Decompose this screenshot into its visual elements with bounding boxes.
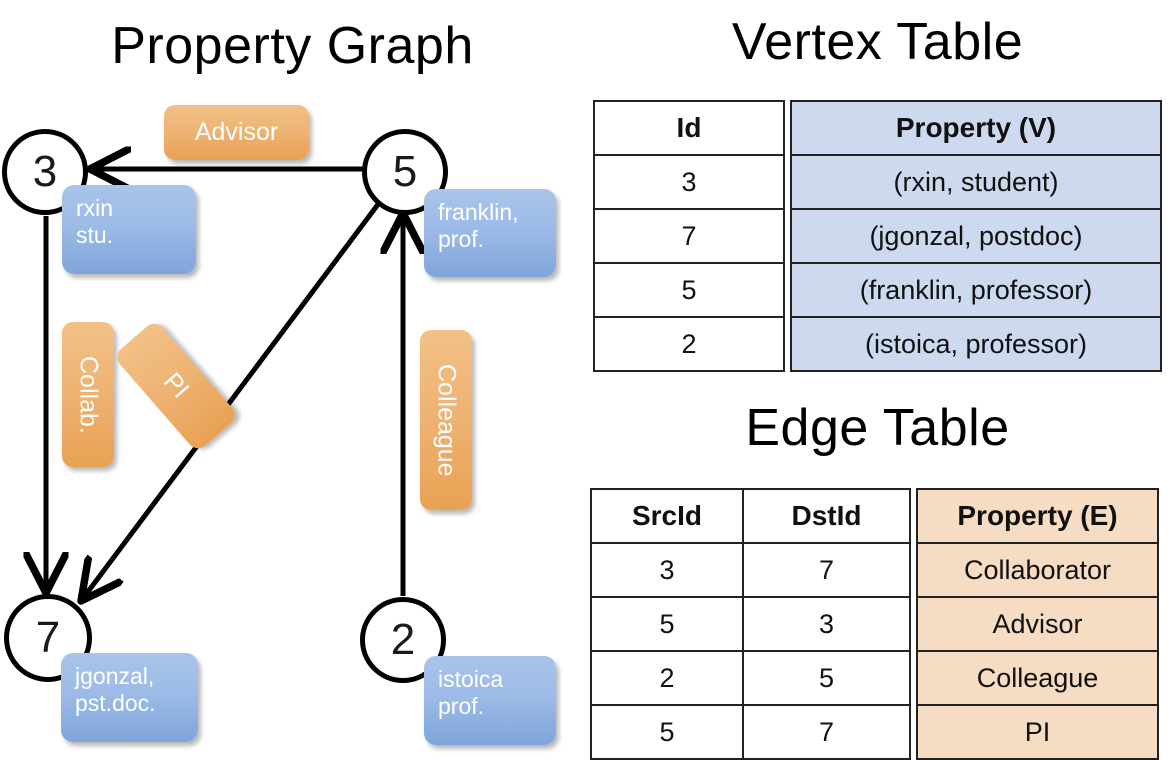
vertex-property-rxin-line2: stu. bbox=[76, 222, 114, 248]
vertex-property-box-franklin: franklin, prof. bbox=[424, 189, 556, 277]
vertex-property-box-jgonzal: jgonzal, pst.doc. bbox=[61, 653, 198, 742]
vertex-property-rxin-line1: rxin bbox=[76, 195, 114, 221]
graph-node-2[interactable]: 2 bbox=[360, 597, 446, 683]
vertex-row-3-property: (istoica, professor) bbox=[790, 316, 1162, 372]
edge-row-3-dst: 7 bbox=[742, 704, 911, 760]
table-row[interactable]: 3 7 Collaborator bbox=[590, 542, 1159, 598]
page-title-property-graph: Property Graph bbox=[111, 17, 474, 75]
edge-table-header-row: SrcId DstId Property (E) bbox=[590, 488, 1159, 544]
vertex-property-jgonzal-line1: jgonzal, bbox=[75, 663, 155, 689]
vertex-property-jgonzal-line2: pst.doc. bbox=[75, 690, 156, 716]
edge-row-1-dst: 3 bbox=[742, 596, 911, 652]
vertex-row-2-property: (franklin, professor) bbox=[790, 262, 1162, 318]
vertex-row-2-id: 5 bbox=[593, 262, 785, 318]
edge-table-header-dstid: DstId bbox=[742, 488, 911, 544]
table-row[interactable]: 7 (jgonzal, postdoc) bbox=[593, 208, 1162, 264]
property-graph-diagram: 3 5 7 2 rxin stu. franklin, prof. jgonza… bbox=[0, 0, 585, 760]
graph-node-7-label: 7 bbox=[35, 613, 61, 662]
vertex-property-istoica-line1: istoica bbox=[438, 666, 504, 692]
table-row[interactable]: 2 5 Colleague bbox=[590, 650, 1159, 706]
graph-edges-svg bbox=[0, 0, 585, 760]
edge-row-0-property: Collaborator bbox=[916, 542, 1159, 598]
page-title-edge-table: Edge Table bbox=[745, 399, 1010, 457]
edge-table: SrcId DstId Property (E) 3 7 Collaborato… bbox=[590, 488, 1159, 760]
vertex-table: Id Property (V) 3 (rxin, student) 7 (jgo… bbox=[593, 100, 1162, 372]
edge-table-header-srcid: SrcId bbox=[590, 488, 744, 544]
edge-row-0-dst: 7 bbox=[742, 542, 911, 598]
table-row[interactable]: 2 (istoica, professor) bbox=[593, 316, 1162, 372]
vertex-property-franklin-line1: franklin, bbox=[438, 199, 519, 225]
edge-row-2-property: Colleague bbox=[916, 650, 1159, 706]
table-column-gap bbox=[910, 597, 917, 651]
table-column-gap bbox=[784, 263, 791, 317]
edge-label-pi: PI bbox=[158, 367, 195, 404]
vertex-table-header-property: Property (V) bbox=[790, 100, 1162, 156]
vertex-property-box-istoica: istoica prof. bbox=[424, 656, 556, 745]
vertex-row-0-id: 3 bbox=[593, 154, 785, 210]
table-column-gap bbox=[784, 155, 791, 209]
edge-label-box-collab: Collab. bbox=[62, 322, 114, 467]
edge-row-3-property: PI bbox=[916, 704, 1159, 760]
edge-row-0-src: 3 bbox=[590, 542, 744, 598]
vertex-row-0-property: (rxin, student) bbox=[790, 154, 1162, 210]
table-column-gap bbox=[784, 317, 791, 371]
table-column-gap bbox=[910, 651, 917, 705]
table-column-gap bbox=[910, 543, 917, 597]
page-title-vertex-table: Vertex Table bbox=[731, 13, 1024, 71]
edge-label-advisor: Advisor bbox=[194, 118, 279, 146]
edge-row-2-dst: 5 bbox=[742, 650, 911, 706]
graph-node-5-label: 5 bbox=[392, 147, 418, 196]
graph-node-2-label: 2 bbox=[390, 615, 416, 664]
edge-row-1-property: Advisor bbox=[916, 596, 1159, 652]
vertex-property-franklin-line2: prof. bbox=[438, 226, 485, 252]
table-row[interactable]: 5 (franklin, professor) bbox=[593, 262, 1162, 318]
edge-5-to-7-pi bbox=[84, 201, 382, 597]
vertex-table-header-id: Id bbox=[593, 100, 785, 156]
table-column-gap bbox=[910, 489, 917, 543]
edge-label-box-colleague: Colleague bbox=[420, 330, 472, 510]
vertex-property-istoica-line2: prof. bbox=[438, 693, 485, 719]
edge-label-colleague: Colleague bbox=[432, 363, 461, 477]
table-column-gap bbox=[784, 209, 791, 263]
table-row[interactable]: 5 7 PI bbox=[590, 704, 1159, 760]
edge-label-box-advisor: Advisor bbox=[164, 105, 309, 160]
vertex-table-header-row: Id Property (V) bbox=[593, 100, 1162, 156]
table-row[interactable]: 5 3 Advisor bbox=[590, 596, 1159, 652]
vertex-row-1-id: 7 bbox=[593, 208, 785, 264]
vertex-property-box-rxin: rxin stu. bbox=[62, 185, 196, 274]
vertex-row-1-property: (jgonzal, postdoc) bbox=[790, 208, 1162, 264]
graph-node-3-label: 3 bbox=[32, 147, 58, 196]
edge-row-2-src: 2 bbox=[590, 650, 744, 706]
edge-row-3-src: 5 bbox=[590, 704, 744, 760]
edge-row-1-src: 5 bbox=[590, 596, 744, 652]
edge-table-header-property: Property (E) bbox=[916, 488, 1159, 544]
vertex-row-3-id: 2 bbox=[593, 316, 785, 372]
edge-label-collab: Collab. bbox=[74, 355, 103, 434]
table-column-gap bbox=[784, 101, 791, 155]
table-row[interactable]: 3 (rxin, student) bbox=[593, 154, 1162, 210]
table-column-gap bbox=[910, 705, 917, 759]
